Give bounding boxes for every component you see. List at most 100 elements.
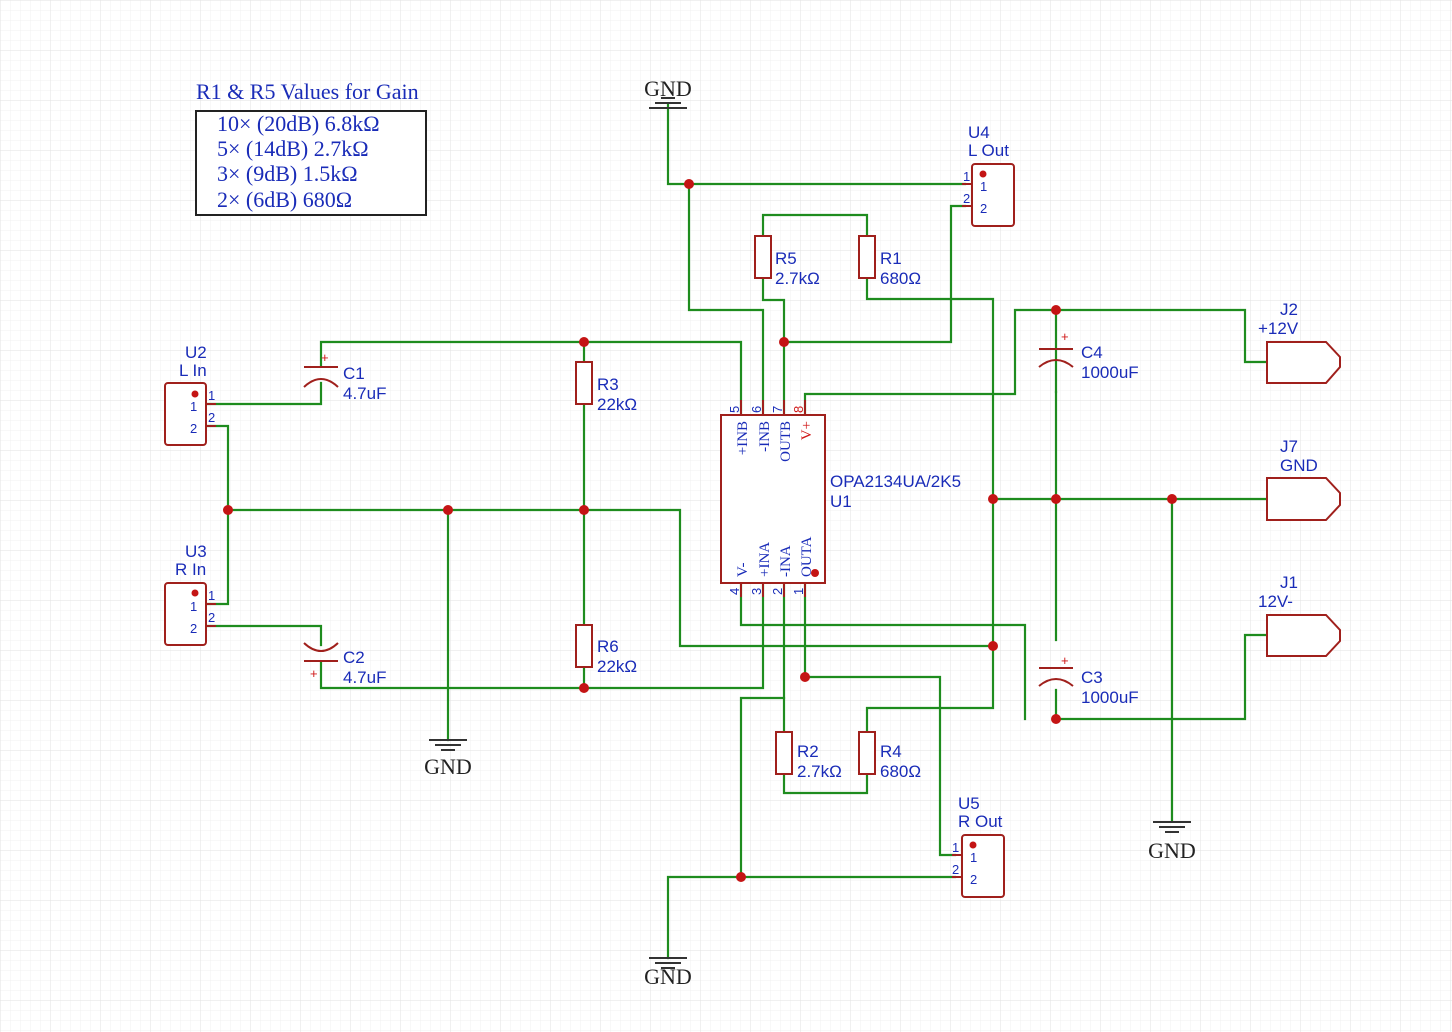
resistor-r1[interactable]: R1 680Ω	[858, 235, 921, 288]
pin-number: 2	[208, 610, 215, 625]
junction-dot	[736, 872, 746, 882]
pin1-marker	[811, 569, 819, 577]
connector-j1[interactable]: J1 12V-	[1258, 573, 1341, 657]
pin-number: 1	[190, 599, 197, 614]
component-value: 680Ω	[880, 762, 921, 781]
resistor-r3[interactable]: R3 22kΩ	[575, 361, 637, 414]
pin-name: V-	[735, 563, 751, 577]
component-value: 2.7kΩ	[775, 269, 820, 288]
polarity-plus-icon: +	[1061, 329, 1069, 344]
component-value: 2.7kΩ	[797, 762, 842, 781]
reference-designator: J2	[1280, 300, 1298, 319]
gain-note-row: 3× (9dB) 1.5kΩ	[217, 161, 358, 186]
wires	[206, 103, 1270, 960]
connector-name: L In	[179, 361, 207, 380]
reference-designator: U5	[958, 794, 980, 813]
junction-dot	[1167, 494, 1177, 504]
capacitor-c3[interactable]: + C3 1000uF	[1038, 653, 1139, 707]
gain-note-title: R1 & R5 Values for Gain	[196, 79, 419, 104]
resistor-r5[interactable]: R5 2.7kΩ	[754, 235, 820, 288]
connector-j2[interactable]: J2 +12V	[1258, 300, 1341, 384]
connector-name: 12V-	[1258, 592, 1293, 611]
reference-designator: R2	[797, 742, 819, 761]
connector-u3[interactable]: 1 2 1 2 U3 R In	[164, 542, 216, 646]
component-value: 1000uF	[1081, 688, 1139, 707]
connector-name: GND	[1280, 456, 1318, 475]
junction-dot	[779, 337, 789, 347]
reference-designator: J1	[1280, 573, 1298, 592]
pin-number: 1	[208, 588, 215, 603]
component-value: 680Ω	[880, 269, 921, 288]
reference-designator: R1	[880, 249, 902, 268]
connector-name: R In	[175, 560, 206, 579]
pin-number: 2	[952, 862, 959, 877]
connector-u4[interactable]: 1 2 1 2 U4 L Out	[962, 123, 1015, 227]
pin1-marker	[191, 390, 199, 398]
pin-name: OUTA	[799, 536, 815, 577]
resistor-r6[interactable]: R6 22kΩ	[575, 624, 637, 676]
junction-dot	[1051, 305, 1061, 315]
connector-u2[interactable]: 1 2 1 2 U2 L In	[164, 343, 216, 446]
reference-designator: U1	[830, 492, 852, 511]
junction-dot	[1051, 494, 1061, 504]
junction-dot	[223, 505, 233, 515]
capacitor-c2[interactable]: + C2 4.7uF	[303, 642, 386, 687]
resistor-r2[interactable]: R2 2.7kΩ	[775, 731, 842, 781]
capacitor-c1[interactable]: + C1 4.7uF	[303, 350, 386, 403]
reference-designator: U3	[185, 542, 207, 561]
pin-number: 1	[190, 399, 197, 414]
ground-label: GND	[644, 964, 692, 989]
opamp-u1[interactable]: 5 6 7 8 4 3 2 1 +INB -INB OUTB V+ V- +IN…	[720, 400, 961, 597]
pin1-marker	[191, 589, 199, 597]
pin-number: 1	[980, 179, 987, 194]
reference-designator: C2	[343, 648, 365, 667]
pin-number: 2	[208, 410, 215, 425]
gain-note-box	[195, 110, 427, 216]
part-number: OPA2134UA/2K5	[830, 472, 961, 491]
pin1-marker	[979, 170, 987, 178]
component-value: 1000uF	[1081, 363, 1139, 382]
connector-u5[interactable]: 1 2 1 2 U5 R Out	[952, 794, 1005, 898]
junction-dot	[579, 683, 589, 693]
polarity-plus-icon: +	[321, 350, 329, 365]
gain-note: R1 & R5 Values for Gain 10× (20dB) 6.8kΩ…	[195, 79, 427, 216]
reference-designator: C4	[1081, 343, 1103, 362]
pin-name: -INB	[757, 421, 773, 452]
reference-designator: U2	[185, 343, 207, 362]
component-value: 22kΩ	[597, 657, 637, 676]
gain-note-row: 5× (14dB) 2.7kΩ	[217, 136, 369, 161]
reference-designator: R5	[775, 249, 797, 268]
ground-label: GND	[424, 754, 472, 779]
reference-designator: J7	[1280, 437, 1298, 456]
ground-symbol-left: GND	[424, 739, 472, 779]
pin-number: 8	[791, 406, 806, 413]
pin-number: 3	[749, 588, 764, 595]
polarity-plus-icon: +	[310, 666, 318, 681]
junction-dot	[988, 641, 998, 651]
component-value: 4.7uF	[343, 668, 386, 687]
junction-dot	[988, 494, 998, 504]
pin-number: 2	[190, 421, 197, 436]
pin-name: -INA	[778, 545, 794, 577]
pin-number: 1	[952, 840, 959, 855]
component-value: 4.7uF	[343, 384, 386, 403]
resistor-r4[interactable]: R4 680Ω	[858, 731, 921, 781]
pin-name: +INB	[735, 421, 751, 455]
reference-designator: C3	[1081, 668, 1103, 687]
junction-dot	[800, 672, 810, 682]
ground-label: GND	[1148, 838, 1196, 863]
capacitor-c4[interactable]: + C4 1000uF	[1038, 329, 1139, 382]
pin-number: 7	[770, 406, 785, 413]
pin-number: 1	[963, 169, 970, 184]
connector-name: L Out	[968, 141, 1009, 160]
reference-designator: C1	[343, 364, 365, 383]
pin-number: 2	[190, 621, 197, 636]
pin-name: +INA	[757, 542, 773, 577]
ground-symbol-bottom: GND	[644, 957, 692, 989]
pin1-marker	[969, 841, 977, 849]
connector-j7[interactable]: J7 GND	[1266, 437, 1341, 521]
pin-number: 1	[970, 850, 977, 865]
pin-number: 2	[970, 872, 977, 887]
junction-dot	[579, 337, 589, 347]
